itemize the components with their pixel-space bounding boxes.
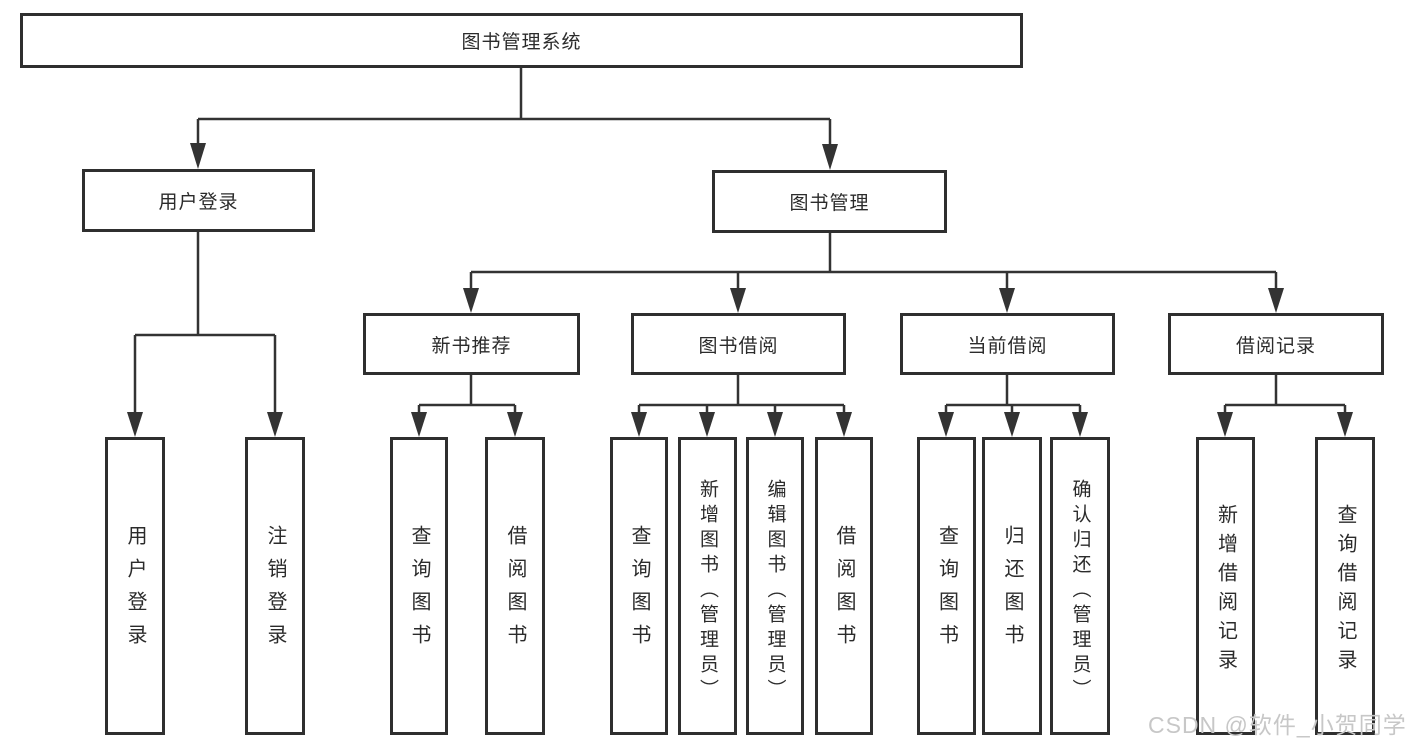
leaf-query-borrow-record: 查询借阅记录 <box>1315 437 1375 735</box>
leaf-edit-book-admin: 编辑图书（管理员） <box>746 437 804 735</box>
leaf-add-book-admin: 新增图书（管理员） <box>678 437 737 735</box>
leaf-borrow-books-2: 借阅图书 <box>815 437 873 735</box>
leaf-borrow-books-1: 借阅图书 <box>485 437 545 735</box>
node-current-borrow: 当前借阅 <box>900 313 1115 375</box>
node-book-borrow: 图书借阅 <box>631 313 846 375</box>
node-root-system: 图书管理系统 <box>20 13 1023 68</box>
leaf-query-books-2: 查询图书 <box>610 437 668 735</box>
leaf-logout: 注销登录 <box>245 437 305 735</box>
node-book-management: 图书管理 <box>712 170 947 233</box>
leaf-confirm-return-admin: 确认归还（管理员） <box>1050 437 1110 735</box>
leaf-add-borrow-record: 新增借阅记录 <box>1196 437 1255 735</box>
arrowhead-icons <box>127 143 1353 437</box>
node-borrow-record: 借阅记录 <box>1168 313 1384 375</box>
leaf-user-login: 用户登录 <box>105 437 165 735</box>
csdn-watermark: CSDN @软件_小贺同学 <box>1148 712 1405 738</box>
leaf-return-books: 归还图书 <box>982 437 1042 735</box>
leaf-query-books-1: 查询图书 <box>390 437 448 735</box>
node-new-book-recommend: 新书推荐 <box>363 313 580 375</box>
leaf-query-books-3: 查询图书 <box>917 437 976 735</box>
node-user-login: 用户登录 <box>82 169 315 232</box>
